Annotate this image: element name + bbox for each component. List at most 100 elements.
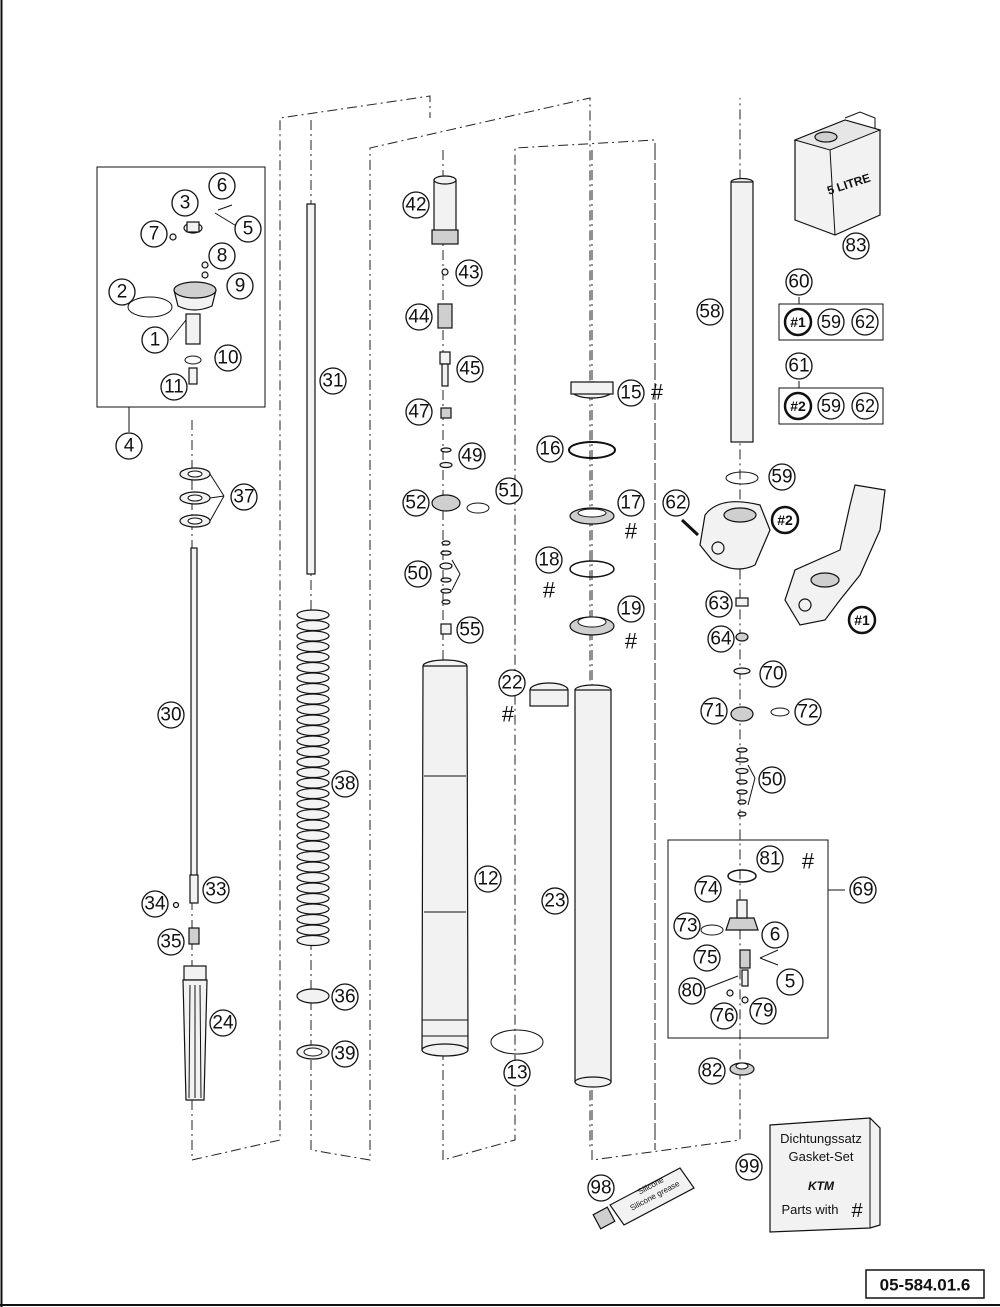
callout-63: 63 (705, 590, 733, 618)
callout-71: 71 (700, 697, 728, 725)
callout-15: 15 (617, 379, 645, 407)
callout-1: 1 (141, 326, 169, 354)
damper-rod-31 (306, 203, 316, 575)
callout-24: 24 (209, 1009, 237, 1037)
gasket-box-brand: KTM (808, 1179, 835, 1193)
callout-number: 17 (620, 493, 641, 514)
callout-number: 59 (771, 467, 792, 488)
kit-61-contents: #2 59 62 (783, 391, 879, 421)
callout-number: 55 (459, 620, 480, 641)
callout-number: 5 (785, 972, 796, 993)
callout-number: 60 (788, 272, 809, 293)
spring-coil (296, 913, 330, 926)
callout-82: 82 (698, 1057, 726, 1085)
spring-coil (296, 640, 330, 653)
callout-36: 36 (331, 983, 359, 1011)
callout-number: 76 (713, 1006, 734, 1027)
callout-2: 2 (108, 278, 136, 306)
callout-number: 16 (539, 439, 560, 460)
callout-number: 69 (852, 880, 873, 901)
callout-19: 19 (617, 595, 645, 623)
callout-number: 64 (710, 629, 732, 650)
callout-98: 98 (587, 1174, 615, 1202)
callout-38: 38 (331, 770, 359, 798)
callout-number: 73 (676, 916, 697, 937)
callout-number: 24 (212, 1013, 234, 1034)
o-ring-59 (725, 471, 759, 485)
clamp-2-marker (770, 505, 800, 535)
kit-61-item: 62 (855, 396, 875, 416)
spring-coil (296, 934, 330, 947)
gasket-box-line2: Gasket-Set (788, 1149, 853, 1164)
callout-99: 99 (735, 1153, 763, 1181)
callout-number: 52 (405, 493, 426, 514)
callout-number: 34 (144, 894, 166, 915)
clamp-1-label: #1 (854, 612, 870, 628)
callout-37: 37 (230, 483, 258, 511)
callout-69: 69 (849, 876, 877, 904)
callout-12: 12 (474, 865, 502, 893)
callout-81: 81 (756, 845, 784, 873)
o-ring-13 (490, 1029, 544, 1055)
diagram-code: 05-584.01.6 (880, 1276, 971, 1295)
callout-35: 35 (157, 928, 185, 956)
fork-seals (529, 381, 616, 707)
callout-number: 6 (217, 176, 228, 197)
spring-coil (296, 609, 330, 621)
piston-valve-parts (431, 175, 490, 635)
kit-box-60 (778, 303, 884, 341)
callout-13: 13 (503, 1059, 531, 1087)
inner-tube-23 (574, 684, 612, 1088)
gasket-box-line1: Dichtungssatz (780, 1131, 862, 1146)
callout-number: 44 (408, 307, 430, 328)
callout-number: 19 (620, 599, 641, 620)
spring-coil (296, 892, 330, 905)
cartridge-tube-24 (182, 965, 208, 1101)
spring-coil (296, 766, 330, 779)
callout-number: 72 (797, 702, 818, 723)
gasket-set-box-99: Dichtungssatz Gasket-Set KTM Parts with … (769, 1117, 881, 1233)
callout-47: 47 (405, 398, 433, 426)
callout-number: 15 (620, 383, 641, 404)
kit-60-contents: #1 59 62 (783, 307, 879, 337)
diagram-code-box (865, 1269, 985, 1299)
callout-8: 8 (208, 242, 236, 270)
callout-16: 16 (536, 435, 564, 463)
callout-number: 37 (233, 487, 254, 508)
callout-73: 73 (673, 912, 701, 940)
callout-number: 50 (407, 564, 428, 585)
callout-number: 31 (322, 371, 343, 392)
compression-adjuster-parts (127, 221, 217, 385)
callout-number: 99 (738, 1157, 759, 1178)
spring-coil (296, 829, 330, 842)
callout-80: 80 (678, 977, 706, 1005)
callout-number: 81 (759, 849, 780, 870)
spring-coil (296, 672, 330, 684)
callout-55: 55 (456, 616, 484, 644)
spring-coil (296, 871, 330, 884)
callout-23: 23 (541, 887, 569, 915)
callout-number: 45 (459, 359, 480, 380)
callout-number: 43 (458, 263, 479, 284)
spring-washer-36 (296, 988, 330, 1004)
callout-44: 44 (405, 303, 433, 331)
callout-59: 59 (768, 463, 796, 491)
kit-61-item: 59 (821, 396, 841, 416)
callout-22: 22 (498, 669, 526, 697)
callout-number: 83 (845, 236, 866, 257)
shim-washers-37 (179, 467, 211, 528)
callout-number: 63 (708, 594, 729, 615)
spring-coil (296, 630, 330, 642)
piston-rod-30 (190, 547, 198, 879)
callout-number: 75 (696, 948, 717, 969)
callout-leaders (169, 204, 779, 991)
kit-60-item: 62 (855, 312, 875, 332)
callout-52: 52 (402, 489, 430, 517)
spring-coil (296, 787, 330, 800)
spring-coil (296, 619, 330, 632)
gasket-box-line3: Parts with (781, 1202, 838, 1217)
callout-number: 58 (699, 302, 720, 323)
callout-10: 10 (214, 344, 242, 372)
callout-number: 4 (124, 436, 135, 457)
